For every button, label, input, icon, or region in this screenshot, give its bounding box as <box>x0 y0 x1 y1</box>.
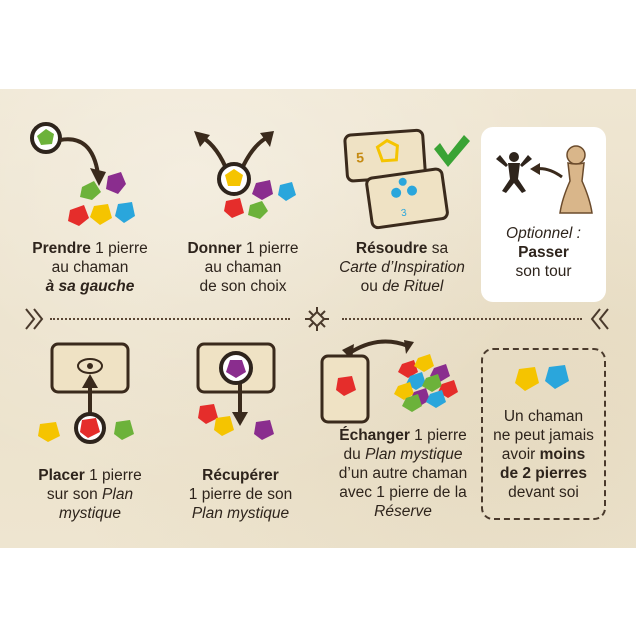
echanger-line4: avec 1 pierre de la <box>339 484 467 501</box>
recuperer-bold: Récupérer <box>202 467 279 484</box>
red-stone-icon <box>224 198 244 218</box>
red-stone-icon <box>80 418 100 438</box>
prendre-bold: Prendre <box>32 240 91 257</box>
prendre-line2: au chaman <box>51 259 129 276</box>
recuperer-line2: 1 pierre de son <box>188 486 293 503</box>
echanger-bold: Échanger <box>339 427 410 444</box>
rule-line2: ne peut jamais <box>493 427 594 444</box>
purple-stone-icon <box>106 172 126 194</box>
yellow-stone-icon <box>38 422 60 442</box>
echanger-line3: d’un autre chaman <box>338 465 468 482</box>
donner-rest: 1 pierre <box>241 240 299 257</box>
echanger-line2-pre: du <box>343 446 366 463</box>
recuperer-text: Récupérer 1 pierre de son Plan mystique <box>163 466 318 523</box>
shaman-figure-icon <box>496 152 532 193</box>
rule-box <box>481 348 606 520</box>
donner-bold: Donner <box>187 240 242 257</box>
optionnel-italic: Optionnel : <box>506 225 581 242</box>
ornament-icon <box>590 308 609 330</box>
arrow-icon <box>59 137 100 175</box>
green-stone-icon <box>114 420 134 440</box>
rule-text: Un chaman ne peut jamais avoir moins de … <box>481 407 606 502</box>
rule-line1: Un chaman <box>503 408 584 425</box>
eye-icon <box>77 358 103 374</box>
shaman-pawn-icon <box>559 145 593 214</box>
yellow-stone-icon <box>90 204 112 225</box>
placer-bold: Placer <box>38 467 85 484</box>
reference-card: Prendre 1 pierre au chaman à sa gauche D… <box>0 89 636 548</box>
blue-stone-icon <box>278 182 296 201</box>
resoudre-line2: Carte d’Inspiration <box>339 259 465 276</box>
placer-illustration <box>38 342 134 444</box>
blue-stone-icon <box>115 202 135 223</box>
ornament-center-icon <box>305 307 329 331</box>
echanger-line2: Plan mystique <box>365 446 463 463</box>
resoudre-rest: sa <box>427 240 449 257</box>
yellow-stone-icon <box>225 169 243 186</box>
resoudre-text: Résoudre sa Carte d’Inspiration ou de Ri… <box>322 239 482 296</box>
red-stone-icon <box>198 404 218 424</box>
red-stone-icon <box>68 205 89 226</box>
purple-stone-icon <box>254 420 274 440</box>
green-stone-icon <box>37 129 54 145</box>
yellow-stone-icon <box>515 367 539 391</box>
placer-line2-pre: sur son <box>46 486 103 503</box>
resoudre-bold: Résoudre <box>355 240 428 257</box>
echanger-line5: Réserve <box>374 503 432 520</box>
double-arrow-icon <box>346 339 409 356</box>
rule-stones-illustration <box>515 365 569 391</box>
resoudre-line3-pre: ou <box>360 278 383 295</box>
separator-line-left <box>50 318 290 322</box>
reserve-pile-icon <box>394 354 458 412</box>
prendre-line3: à sa gauche <box>45 278 135 295</box>
prendre-text: Prendre 1 pierre au chaman à sa gauche <box>15 239 165 296</box>
separator-line-right <box>342 318 582 322</box>
blue-stone-icon <box>545 365 569 389</box>
inspiration-card-icon: 5 <box>343 128 427 183</box>
echanger-text: Échanger 1 pierre du Plan mystique d’un … <box>318 426 488 521</box>
optionnel-text: Optionnel : Passer son tour <box>481 224 606 281</box>
red-stone-icon <box>336 376 356 396</box>
recuperer-line3: Plan mystique <box>191 505 290 522</box>
donner-line3: de son choix <box>199 278 287 295</box>
optionnel-line3: son tour <box>515 263 572 280</box>
pass-illustration <box>496 145 593 214</box>
prendre-rest: 1 pierre <box>90 240 148 257</box>
ritual-card-icon: 3 <box>365 167 449 230</box>
echanger-illustration <box>320 339 458 424</box>
purple-stone-icon <box>252 180 273 200</box>
prendre-illustration <box>30 122 135 226</box>
recuperer-illustration <box>196 342 276 440</box>
resoudre-line3: de Rituel <box>382 278 444 295</box>
yellow-stone-icon <box>214 416 234 436</box>
placer-rest: 1 pierre <box>84 467 142 484</box>
sun-icon <box>375 138 399 163</box>
donner-illustration <box>194 131 296 219</box>
echanger-rest: 1 pierre <box>409 427 467 444</box>
placer-line3: mystique <box>58 505 122 522</box>
checkmark-icon <box>434 135 470 167</box>
resoudre-illustration: 5 3 <box>343 128 470 230</box>
donner-text: Donner 1 pierre au chaman de son choix <box>168 239 318 296</box>
placer-text: Placer 1 pierre sur son Plan mystique <box>15 466 165 523</box>
green-stone-icon <box>248 201 268 219</box>
rule-line3-bold: moins <box>539 446 586 463</box>
green-stone-icon <box>80 181 101 200</box>
donner-line2: au chaman <box>204 259 282 276</box>
purple-stone-icon <box>226 360 246 378</box>
rule-line4: de 2 pierres <box>499 465 588 482</box>
rule-line3-pre: avoir <box>501 446 540 463</box>
rule-line5: devant soi <box>508 484 579 501</box>
inspiration-card-number: 5 <box>356 149 365 166</box>
ornament-icon <box>25 308 44 330</box>
optionnel-bold: Passer <box>518 244 569 261</box>
ritual-card-number: 3 <box>400 208 407 220</box>
placer-line2: Plan <box>102 486 134 503</box>
